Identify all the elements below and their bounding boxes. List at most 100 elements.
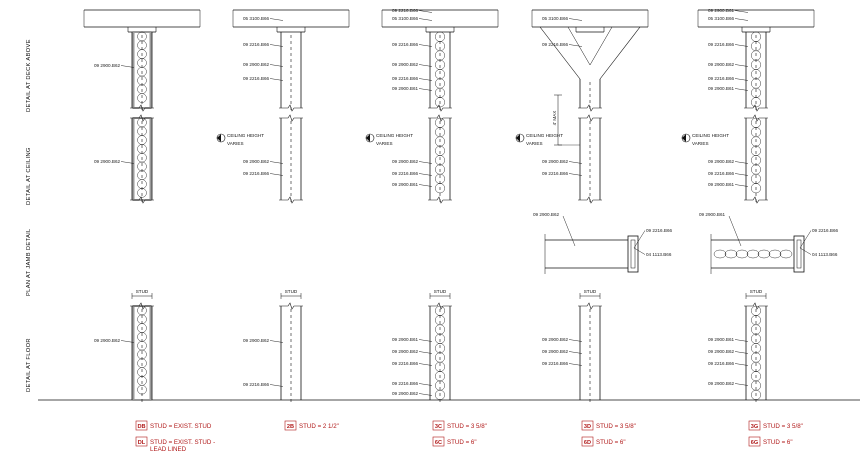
ceiling-leader bbox=[418, 184, 433, 187]
break-line bbox=[744, 104, 768, 112]
frame-stop bbox=[796, 239, 802, 269]
break-line bbox=[578, 104, 602, 112]
floor-leader bbox=[418, 383, 433, 386]
ceiling-note-line1: CEILING HEIGHT bbox=[227, 133, 264, 138]
break-line bbox=[428, 196, 452, 204]
upper-leader bbox=[269, 78, 284, 81]
break-line bbox=[130, 104, 154, 112]
ceiling-tag: 09 2216.B66 bbox=[542, 171, 569, 176]
ceiling-note-line2: VARIES bbox=[376, 141, 393, 146]
ceiling-tag: 09 2900.B62 bbox=[392, 159, 419, 164]
stud-width-dimension: STUD bbox=[429, 289, 451, 299]
legend-code: 2B bbox=[287, 424, 294, 430]
floor-tag: 09 2900.B62 bbox=[542, 337, 569, 342]
floor-leader bbox=[568, 339, 583, 342]
batt-insulation bbox=[137, 117, 147, 198]
deck-tag: 09 2216.B66 bbox=[392, 8, 419, 13]
ceiling-note-line1: CEILING HEIGHT bbox=[526, 133, 563, 138]
floor-leader bbox=[269, 340, 284, 343]
ceiling-tag: 09 2216.B66 bbox=[708, 171, 735, 176]
break-line bbox=[428, 114, 452, 122]
ceiling-leader bbox=[269, 161, 284, 164]
upper-leader bbox=[418, 78, 433, 81]
upper-tag: 09 2216.B66 bbox=[243, 76, 270, 81]
break-line bbox=[578, 302, 602, 310]
legend-code-box bbox=[284, 420, 297, 431]
legend-code: DL bbox=[138, 440, 146, 446]
ceiling-tag: 09 2216.B66 bbox=[392, 171, 419, 176]
detail-column-3: 09 2216.B66 05 3100.B66 09 2216.B66 09 2900… bbox=[365, 8, 499, 447]
stud-label: STUD bbox=[584, 289, 597, 294]
jamb-tag: 04 1113.B66 bbox=[812, 252, 838, 257]
ceiling-leader bbox=[418, 161, 433, 164]
kicker-brace bbox=[567, 26, 613, 66]
legend-code: DB bbox=[137, 424, 145, 430]
deck-leader bbox=[734, 18, 749, 21]
legend-text: STUD = 3 5/8" bbox=[447, 423, 487, 430]
legend-text: STUD = 3 5/8" bbox=[763, 423, 803, 430]
break-line bbox=[279, 104, 303, 112]
floor-leader bbox=[734, 351, 749, 354]
upper-leader bbox=[120, 65, 135, 68]
floor-tag: 09 2900.B62 bbox=[708, 349, 735, 354]
break-line bbox=[279, 196, 303, 204]
deck-tag: 09 2900.B61 bbox=[708, 8, 735, 13]
ceiling-tag: 09 2900.B62 bbox=[542, 159, 569, 164]
ceiling-tag: 09 2900.B61 bbox=[392, 182, 419, 187]
deck-tag: 05 3100.B66 bbox=[392, 16, 419, 21]
deck-tag: 05 3100.B66 bbox=[542, 16, 569, 21]
row-labels: DETAIL AT DECK ABOVE DETAIL AT CEILING P… bbox=[26, 39, 32, 392]
jamb-insulation bbox=[779, 249, 793, 259]
floor-leader bbox=[418, 351, 433, 354]
door-frame bbox=[627, 235, 639, 273]
jamb-tag: 04 1113.B66 bbox=[646, 252, 672, 257]
upper-tag: 09 2216.B66 bbox=[542, 42, 569, 47]
break-line bbox=[279, 302, 303, 310]
legend-code-box bbox=[135, 420, 148, 431]
break-line bbox=[578, 114, 602, 122]
upper-tag: 09 2900.B62 bbox=[708, 62, 735, 67]
stud-width-dimension: STUD bbox=[745, 289, 767, 299]
legend-code: 6D bbox=[584, 440, 591, 446]
ceiling-arrow-icon bbox=[217, 134, 221, 142]
floor-leader bbox=[568, 363, 583, 366]
legend-code-box bbox=[432, 436, 445, 447]
frame-stop bbox=[630, 239, 636, 269]
floor-tag: 09 2900.B61 bbox=[392, 337, 419, 342]
floor-tag: 09 2216.B66 bbox=[392, 361, 419, 366]
legend-code-box bbox=[748, 420, 761, 431]
jamb-tag: 09 2900.B62 bbox=[533, 212, 560, 217]
jamb-leader bbox=[799, 230, 812, 249]
floor-tag: 09 2216.B66 bbox=[708, 361, 735, 366]
floor-leader bbox=[418, 363, 433, 366]
floor-leader bbox=[734, 383, 749, 386]
stud-width-dimension: STUD bbox=[280, 289, 302, 299]
upper-tag: 09 2900.B61 bbox=[708, 86, 735, 91]
legend-code: 6C bbox=[435, 440, 442, 446]
stud-label: STUD bbox=[136, 289, 149, 294]
break-line bbox=[130, 114, 154, 122]
upper-tag: 09 2900.B62 bbox=[94, 63, 121, 68]
break-line bbox=[428, 302, 452, 310]
batt-insulation bbox=[435, 305, 445, 400]
upper-tag: 09 2216.B66 bbox=[708, 76, 735, 81]
batt-insulation bbox=[435, 117, 445, 194]
ceiling-tag: 09 2216.B66 bbox=[243, 171, 270, 176]
upper-tag: 09 2900.B62 bbox=[392, 62, 419, 67]
floor-tag: 09 2900.B62 bbox=[94, 338, 121, 343]
stud-label: STUD bbox=[434, 289, 447, 294]
jamb-leader bbox=[633, 247, 646, 255]
break-line bbox=[744, 196, 768, 204]
row-label-jamb: PLAN AT JAMB DETAIL bbox=[26, 228, 32, 296]
jamb-insulation bbox=[713, 249, 727, 259]
upper-tag: 09 2900.B61 bbox=[392, 86, 419, 91]
stud-width-dimension: STUD bbox=[131, 289, 153, 299]
jamb-insulation bbox=[757, 249, 771, 259]
